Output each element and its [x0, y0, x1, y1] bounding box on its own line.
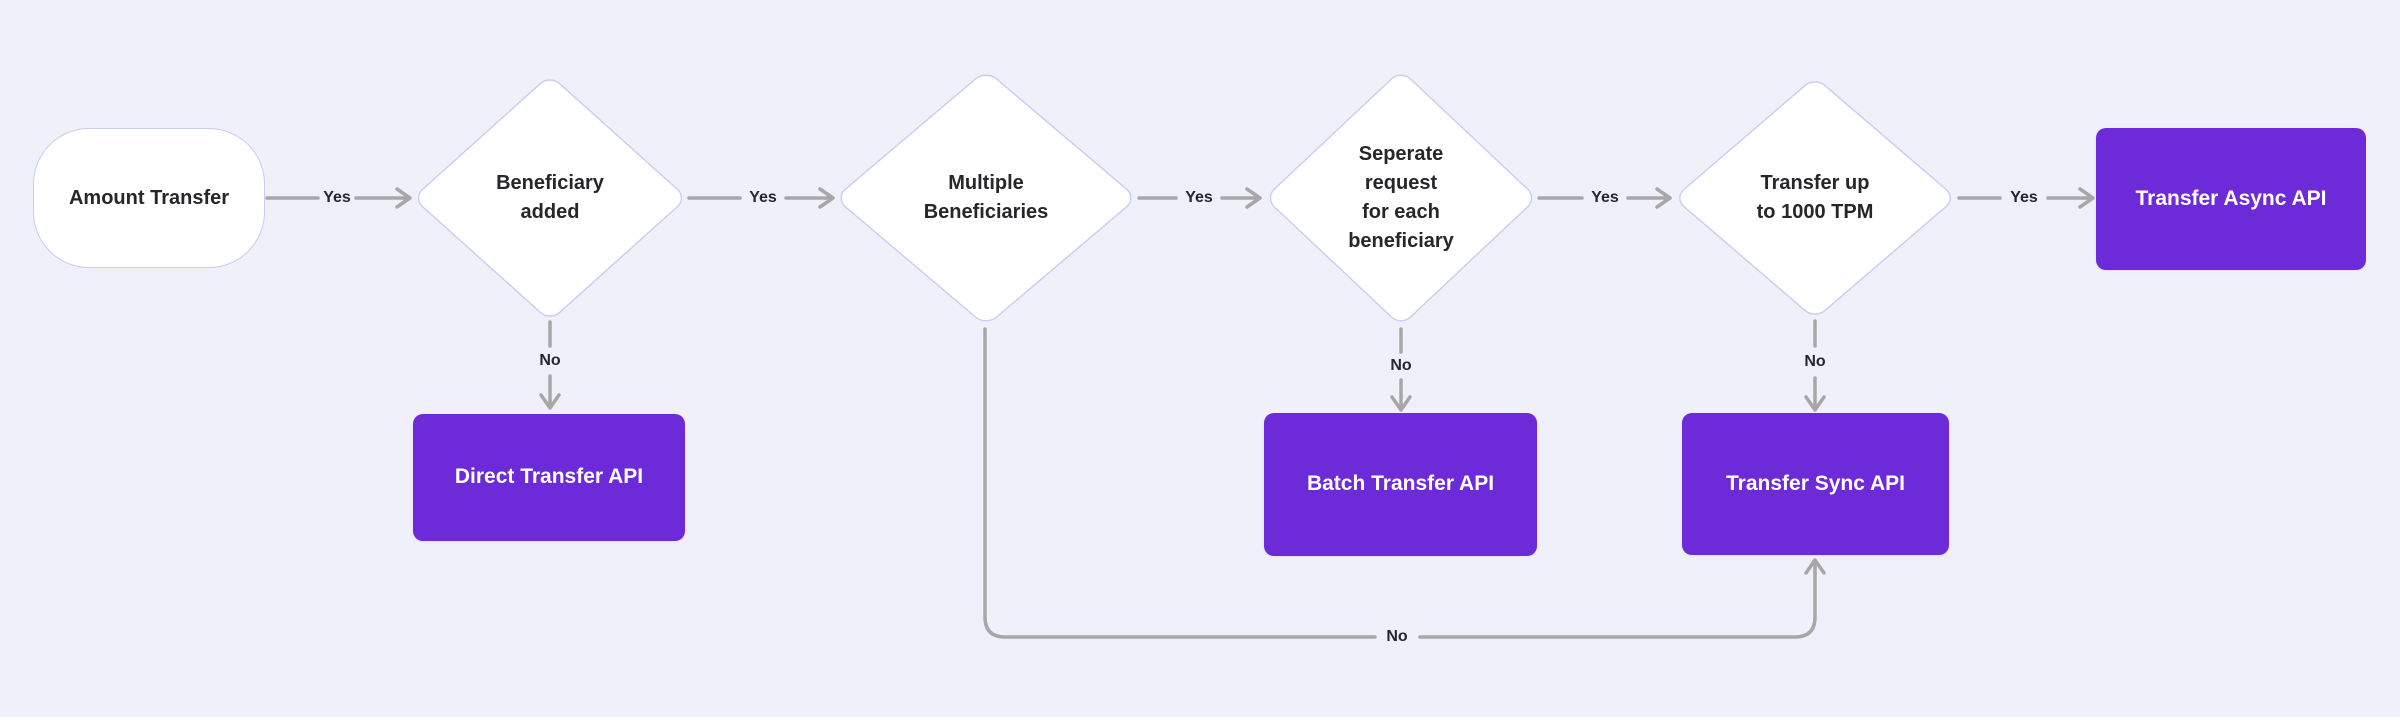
node-amount-transfer: Amount Transfer: [33, 128, 265, 268]
arrowhead-right-icon: [395, 187, 412, 209]
arrowhead-down-icon: [539, 393, 561, 410]
node-direct-transfer-api: Direct Transfer API: [413, 414, 685, 541]
arrowhead-up-icon: [1804, 558, 1826, 575]
arrowhead-right-icon: [2078, 187, 2095, 209]
arrowhead-down-icon: [1390, 395, 1412, 412]
bottom-strip: [0, 717, 2400, 727]
edge-label-yes-d3-d4: Yes: [1591, 189, 1619, 206]
edge-d2-to-sync: [983, 327, 1817, 639]
arrowhead-right-icon: [818, 187, 835, 209]
diamond-shape-separate-request: [1265, 70, 1537, 326]
diamond-shape-transfer-up-to-1000-tpm: [1674, 77, 1956, 319]
edge-label-yes-d2-d3: Yes: [1185, 189, 1213, 206]
edge-label-no-d4-sync: No: [1804, 353, 1826, 370]
diamond-shape-multiple-beneficiaries: [835, 70, 1137, 326]
arrowhead-right-icon: [1655, 187, 1672, 209]
edge-label-yes-d1-d2: Yes: [749, 189, 777, 206]
node-transfer-async-api: Transfer Async API: [2096, 128, 2366, 270]
node-transfer-sync-api: Transfer Sync API: [1682, 413, 1949, 555]
arrowhead-down-icon: [1804, 395, 1826, 412]
edge-label-no-d1-direct: No: [539, 352, 561, 369]
diamond-shape-beneficiary-added: [413, 75, 687, 321]
arrowhead-right-icon: [1245, 187, 1262, 209]
edge-label-yes-d4-async: Yes: [2010, 189, 2038, 206]
node-batch-transfer-api: Batch Transfer API: [1264, 413, 1537, 556]
edge-label-no-d3-batch: No: [1390, 357, 1412, 374]
edge-label-yes-start-d1: Yes: [323, 189, 351, 206]
edge-label-no-d2-sync: No: [1386, 628, 1408, 645]
